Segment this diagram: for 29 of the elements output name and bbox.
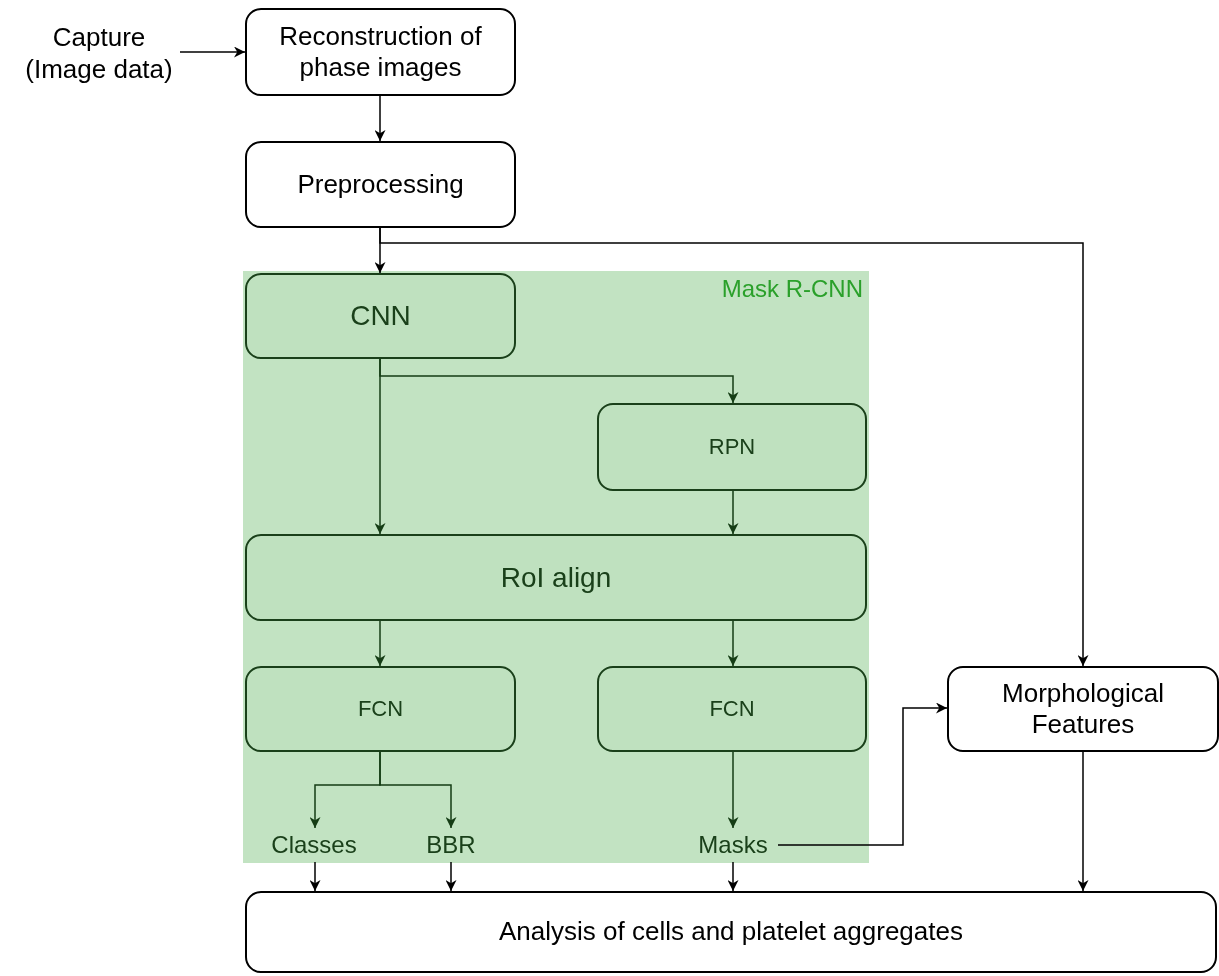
arrow — [374, 95, 386, 142]
arrow — [777, 702, 948, 846]
process-box: RoI align — [245, 534, 867, 621]
arrow — [1077, 751, 1089, 892]
arrow — [374, 620, 386, 667]
process-box: Preprocessing — [245, 141, 516, 228]
arrow — [379, 227, 1089, 667]
process-box: RPN — [597, 403, 867, 491]
arrow — [309, 861, 321, 892]
process-box: Analysis of cells and platelet aggregates — [245, 891, 1217, 973]
output-label: Masks — [688, 828, 778, 862]
process-box: CNN — [245, 273, 516, 359]
output-label: BBR — [418, 828, 484, 862]
group-title: Mask R-CNN — [721, 275, 863, 303]
arrow — [374, 358, 386, 535]
arrow — [379, 751, 457, 829]
arrow — [727, 490, 739, 535]
arrow — [727, 751, 739, 829]
process-box: Morphological Features — [947, 666, 1219, 752]
process-box: FCN — [245, 666, 516, 752]
process-box: FCN — [597, 666, 867, 752]
source-label: Capture (Image data) — [18, 14, 180, 92]
group-panel — [243, 271, 869, 863]
process-box: Reconstruction of phase images — [245, 8, 516, 96]
output-label: Classes — [262, 828, 366, 862]
arrow — [179, 46, 246, 58]
arrow — [727, 620, 739, 667]
arrow — [445, 861, 457, 892]
arrow — [727, 861, 739, 892]
